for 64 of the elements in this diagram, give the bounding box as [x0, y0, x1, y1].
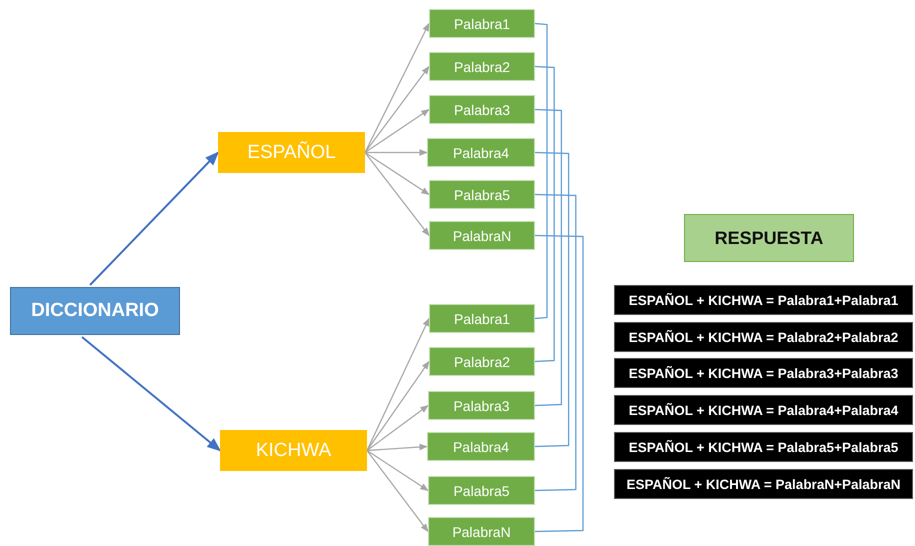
word-box: [429, 304, 535, 333]
word-box: [429, 9, 535, 38]
arrow: [366, 450, 429, 491]
result-bar: [614, 469, 913, 499]
equation-text: ESPAÑOL + KICHWA = Palabra3+Palabra3: [628, 366, 898, 380]
arrow: [364, 152, 430, 195]
word-box: [429, 52, 535, 81]
word-box: [428, 476, 535, 505]
equation-text: ESPAÑOL + KICHWA = Palabra5+Palabra5: [628, 440, 898, 454]
result-bar: [614, 322, 913, 352]
arrow: [366, 450, 428, 532]
node-label: Palabra1: [454, 310, 510, 326]
node-label: Palabra3: [454, 102, 510, 118]
equation-text: ESPAÑOL + KICHWA = Palabra1+Palabra1: [628, 292, 898, 308]
node-label: PalabraN: [452, 228, 512, 244]
equation-text: ESPAÑOL + KICHWA = Palabra2+Palabra2: [628, 330, 898, 344]
arrow: [366, 318, 430, 451]
arrow: [81, 336, 222, 452]
connector-line: [534, 108, 562, 406]
arrow: [366, 444, 428, 452]
node-label: Palabra2: [454, 58, 510, 74]
word-box: [428, 517, 535, 546]
arrow: [364, 152, 430, 236]
node-label: RESPUESTA: [714, 228, 824, 248]
word-box: [429, 347, 535, 376]
node-label: Palabra3: [453, 398, 510, 414]
word-box: [428, 391, 535, 420]
result-bar: [614, 358, 913, 388]
result-bar: [614, 285, 913, 315]
node-label: Palabra4: [452, 144, 510, 160]
root-box: [10, 287, 180, 335]
node-label: Palabra5: [454, 186, 510, 202]
word-box: [429, 221, 535, 250]
result-bar: [614, 432, 913, 462]
node-label: PalabraN: [452, 524, 511, 540]
answer-box: [684, 214, 854, 262]
word-box: [429, 180, 535, 209]
connector-line: [534, 234, 584, 532]
equation-text: ESPAÑOL + KICHWA = PalabraN+PalabraN: [626, 476, 900, 492]
connector-line: [534, 66, 555, 362]
node-label: KICHWA: [256, 440, 332, 462]
node-label: ESPAÑOL: [247, 142, 336, 164]
result-bar: [614, 395, 913, 425]
node-label: Palabra4: [452, 438, 510, 454]
language-box: [220, 430, 367, 471]
arrow: [364, 22, 430, 153]
word-box: [427, 432, 535, 461]
arrow: [366, 360, 430, 451]
node-label: Palabra5: [453, 482, 510, 498]
word-box: [427, 138, 535, 167]
connector-line: [534, 22, 548, 320]
arrow: [364, 109, 430, 153]
arrow: [364, 66, 430, 153]
arrow: [365, 149, 428, 156]
arrow: [89, 152, 219, 286]
node-label: DICCIONARIO: [31, 300, 159, 322]
connector-line: [534, 194, 576, 492]
node-label: Palabra1: [454, 16, 510, 32]
equation-text: ESPAÑOL + KICHWA = Palabra4+Palabra4: [628, 402, 898, 418]
connector-line: [534, 152, 570, 448]
language-box: [218, 132, 365, 173]
arrow: [366, 405, 429, 451]
word-box: [429, 95, 535, 124]
node-label: Palabra2: [454, 354, 510, 370]
